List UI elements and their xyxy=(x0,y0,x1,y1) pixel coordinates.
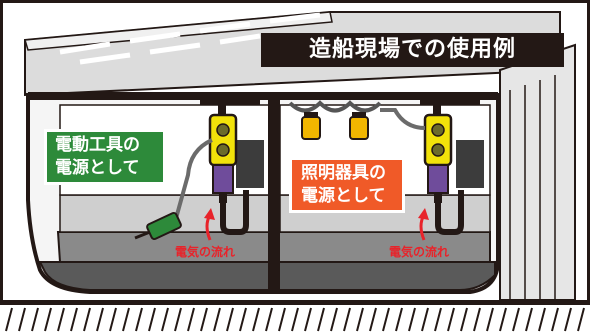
hatch-lines xyxy=(5,307,585,332)
hatch-line xyxy=(265,307,273,332)
hatch-line xyxy=(577,307,585,332)
hatch-line xyxy=(382,307,390,332)
hatch-line xyxy=(304,307,312,332)
hatch-line xyxy=(538,307,546,332)
hatch-line xyxy=(109,307,117,332)
hatch-line xyxy=(70,307,78,332)
hatch-line xyxy=(499,307,507,332)
hatch-line xyxy=(564,307,572,332)
hatch-line xyxy=(83,307,91,332)
hatch-line xyxy=(369,307,377,332)
hatch-line xyxy=(317,307,325,332)
hatch-line xyxy=(18,307,26,332)
page-title: 造船現場での使用例 xyxy=(261,33,564,67)
hatch-line xyxy=(57,307,65,332)
hatch-line xyxy=(31,307,39,332)
hatch-line xyxy=(135,307,143,332)
hatch-line xyxy=(200,307,208,332)
hatch-line xyxy=(408,307,416,332)
hatch-line xyxy=(161,307,169,332)
hanging-lamp-icon xyxy=(301,112,321,140)
lighting-label-line2: 電源として xyxy=(301,186,386,206)
hatch-line xyxy=(96,307,104,332)
hatch-line xyxy=(525,307,533,332)
hatch-line xyxy=(44,307,52,332)
hatch-line xyxy=(434,307,442,332)
hatch-line xyxy=(356,307,364,332)
hatch-line xyxy=(395,307,403,332)
hatch-line xyxy=(512,307,520,332)
hatch-line xyxy=(473,307,481,332)
hatch-line xyxy=(226,307,234,332)
hatch-line xyxy=(252,307,260,332)
lighting-label: 照明器具の 電源として xyxy=(289,157,405,213)
hatch-line xyxy=(460,307,468,332)
flow-label-right: 電気の流れ xyxy=(389,245,450,259)
connector-icon xyxy=(423,105,464,235)
hatch-line xyxy=(148,307,156,332)
hatch-line xyxy=(330,307,338,332)
hatch-line xyxy=(239,307,247,332)
hatch-line xyxy=(551,307,559,332)
lamp-cable xyxy=(380,108,426,130)
power-drill-icon xyxy=(134,211,182,241)
hatch-line xyxy=(486,307,494,332)
hatch-line xyxy=(278,307,286,332)
flow-arrow-icon xyxy=(418,208,429,241)
hatch-line xyxy=(187,307,195,332)
hatch-line xyxy=(421,307,429,332)
hatch-line xyxy=(343,307,351,332)
lighting-label-line1: 照明器具の xyxy=(301,163,386,183)
hanging-lamp-icon xyxy=(349,112,369,140)
hatch-line xyxy=(174,307,182,332)
power-tools-label-line2: 電源として xyxy=(55,158,140,178)
ceiling-rails xyxy=(200,100,480,113)
hatch-line xyxy=(122,307,130,332)
tool-cable xyxy=(173,138,213,223)
power-tools-label-line1: 電動工具の xyxy=(55,135,140,155)
flow-label-left: 電気の流れ xyxy=(175,245,236,259)
hatch-line xyxy=(291,307,299,332)
hatch-line xyxy=(5,307,13,332)
power-tools-label: 電動工具の 電源として xyxy=(44,129,166,185)
hatch-line xyxy=(213,307,221,332)
flow-arrow-icon xyxy=(204,208,215,241)
connector-icon xyxy=(208,105,249,235)
hatch-line xyxy=(447,307,455,332)
